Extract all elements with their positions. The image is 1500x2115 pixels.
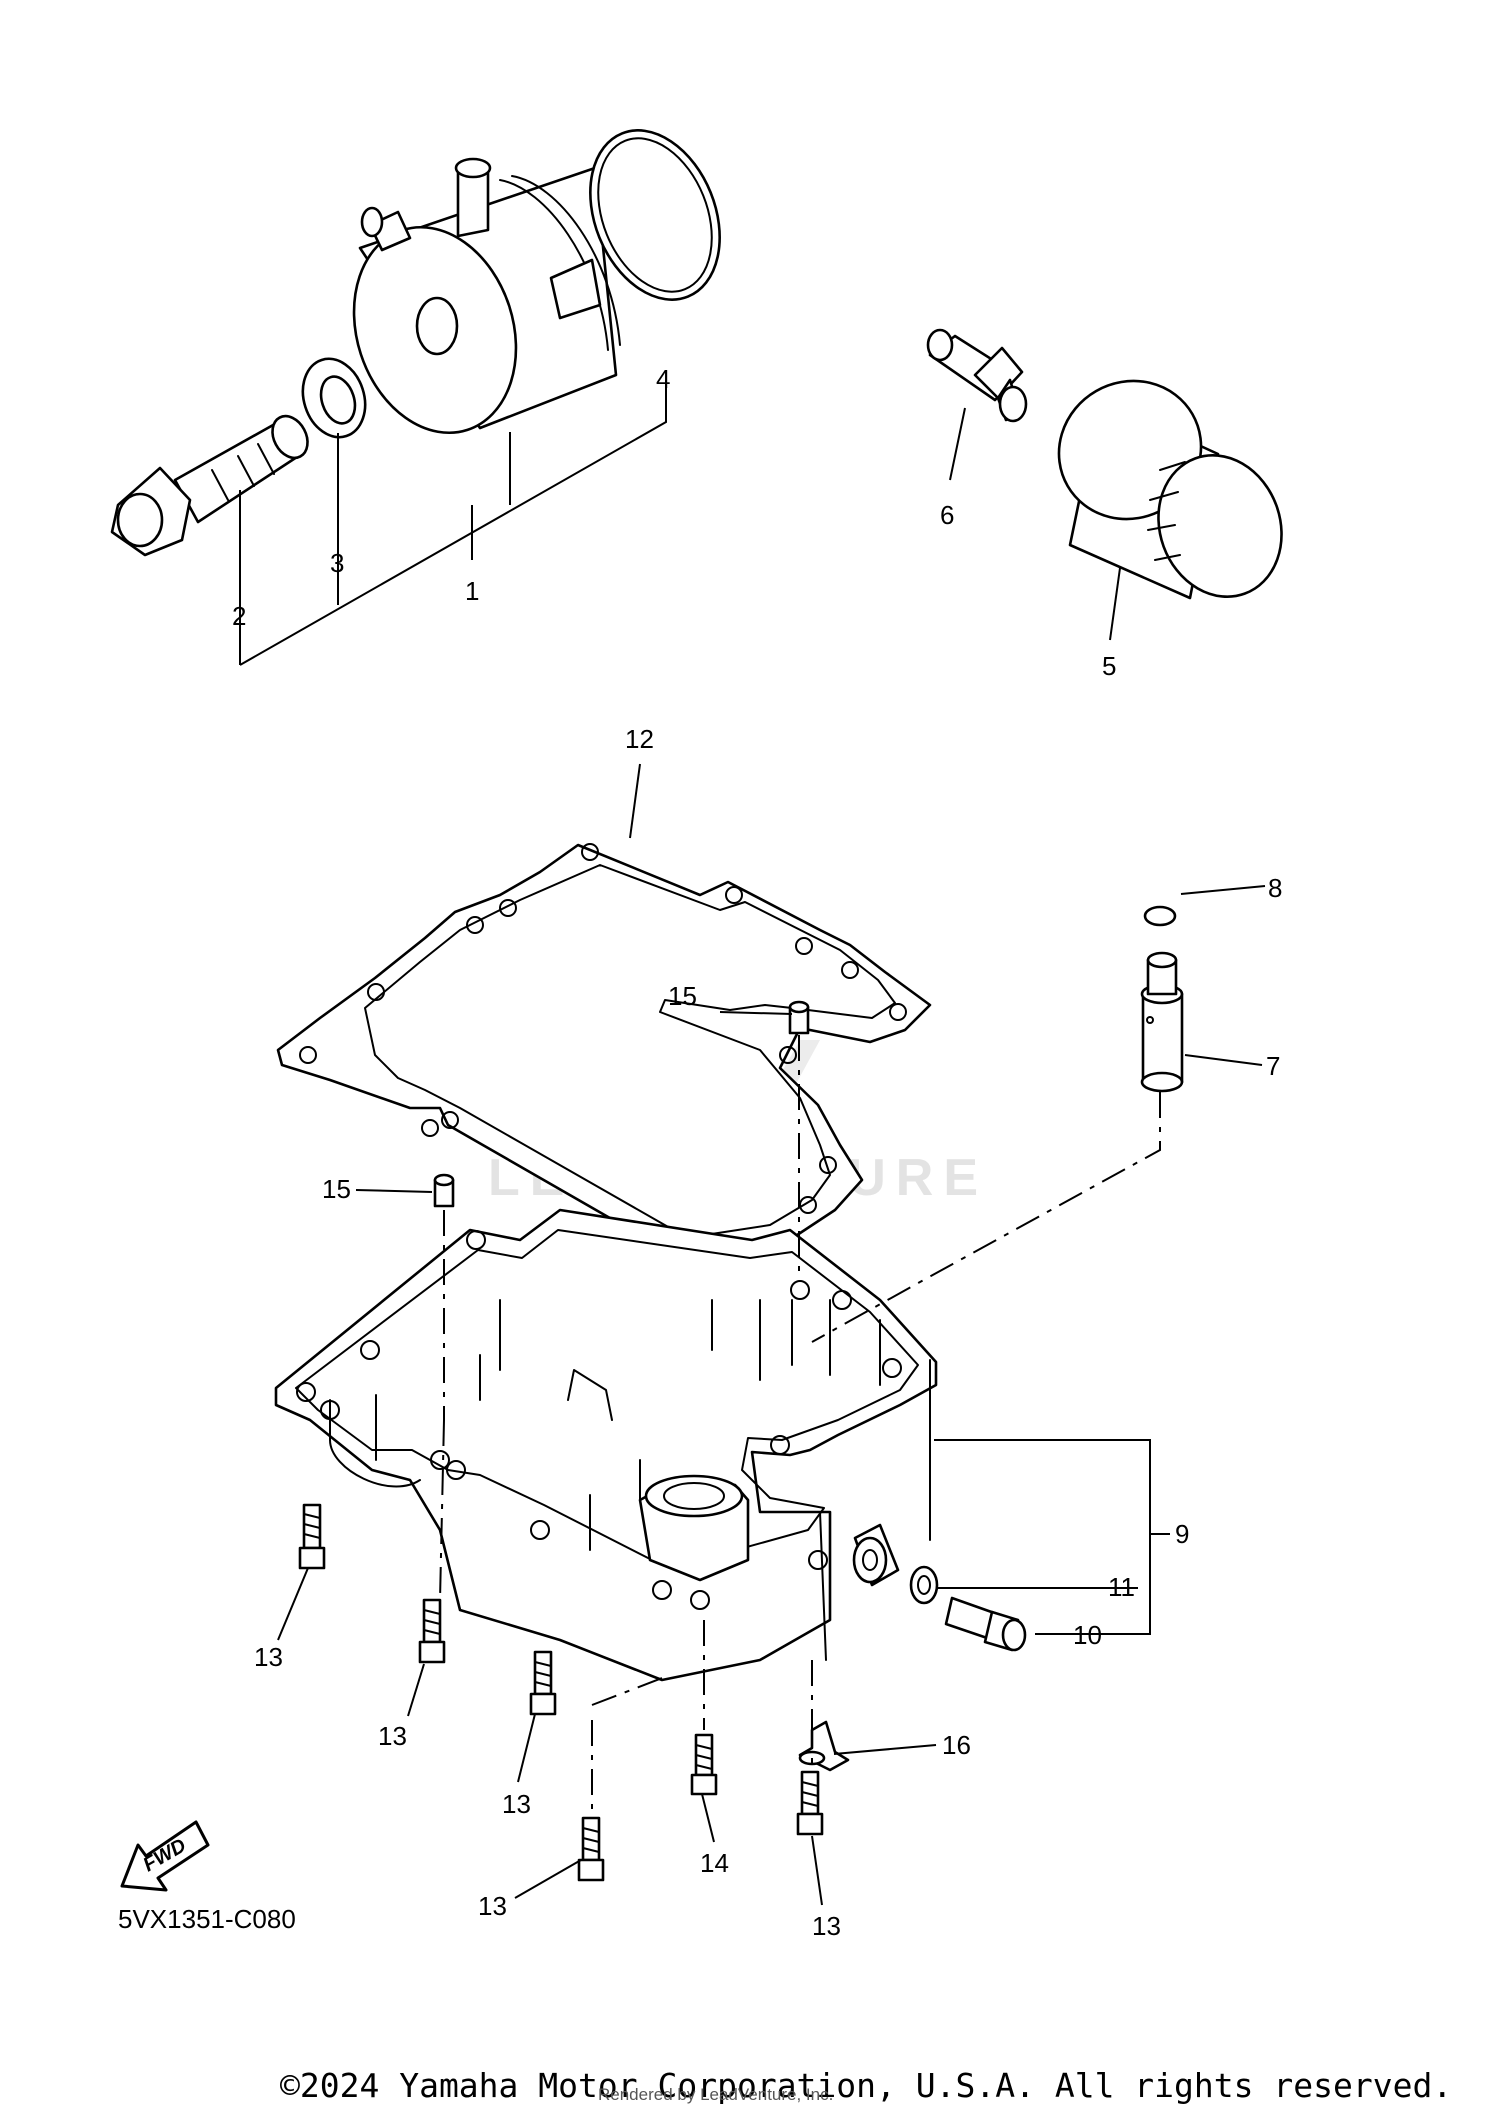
drain-washer [909,1565,939,1605]
callout-11: 11 [1108,1572,1135,1602]
callout-7: 7 [1266,1051,1280,1081]
o-ring [589,129,721,301]
rendered-by-notice: Rendered by LeadVenture, Inc. [598,2085,834,2104]
bolt [298,1503,326,1570]
bolt [529,1650,557,1716]
callout-1: 1 [465,576,479,606]
callouts: 1 2 3 4 5 6 7 8 9 10 11 12 13 13 13 13 1… [232,364,1282,1941]
bracket [798,1720,850,1772]
callout-13: 13 [812,1911,841,1941]
callout-4: 4 [656,364,670,394]
oil-filter [1057,379,1283,600]
bolt [690,1733,718,1796]
callout-16: 16 [942,1730,971,1760]
drain-bolt [944,1596,1027,1652]
assembly-lines [439,1035,1161,1812]
washer [301,357,367,439]
callout-13: 13 [378,1721,407,1751]
fwd-arrow-icon: FWD [120,1820,210,1892]
callout-2: 2 [232,601,246,631]
callout-6: 6 [940,500,954,530]
callout-3: 3 [330,548,344,578]
dowel-pin [433,1173,455,1208]
diagram-code: 5VX1351-C080 [118,1904,296,1934]
oil-cooler-assembly [352,157,621,435]
callout-5: 5 [1102,651,1116,681]
callout-15: 15 [668,981,697,1011]
copyright-notice: ©2024 Yamaha Motor Corporation, U.S.A. A… [280,2066,1453,2105]
callout-9: 9 [1175,1519,1189,1549]
union-fitting [926,328,1028,423]
callout-12: 12 [625,724,654,754]
callout-13: 13 [478,1891,507,1921]
oil-pan-gasket [276,843,932,1261]
bolt [577,1816,605,1882]
callout-13: 13 [254,1642,283,1672]
oil-pan [274,1208,938,1682]
oil-pipe [1140,905,1184,1093]
callout-8: 8 [1268,873,1282,903]
bolt [796,1770,824,1836]
bolt [418,1598,446,1664]
callout-10: 10 [1073,1620,1102,1650]
union-bolt [110,414,309,557]
dowel-pin [788,1000,810,1035]
leader-lines [239,380,1266,1906]
callout-13: 13 [502,1789,531,1819]
drain-boss [852,1523,900,1587]
callout-14: 14 [700,1848,729,1878]
callout-15: 15 [322,1174,351,1204]
